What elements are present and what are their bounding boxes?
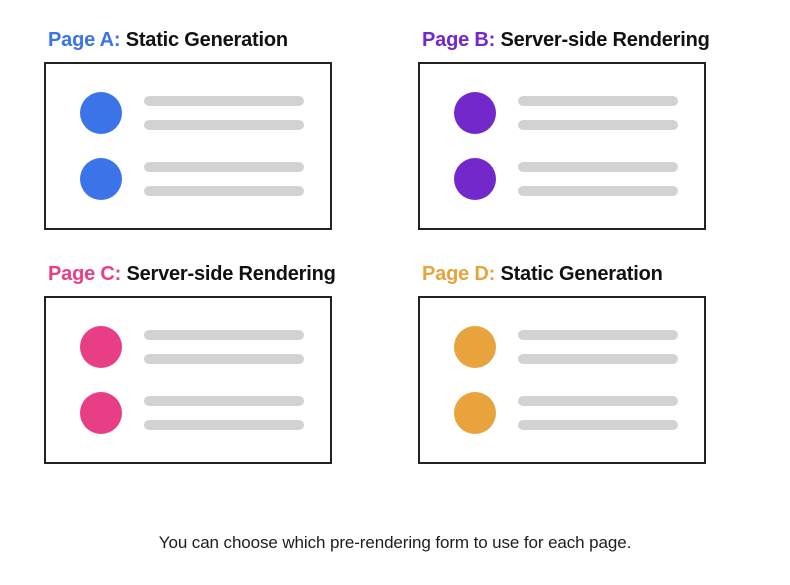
placeholder-line [518,96,678,106]
placeholder-lines [518,396,678,430]
placeholder-lines [144,330,304,364]
card-row [454,92,678,134]
page-title-a: Page A: Static Generation [48,28,332,52]
avatar [454,158,496,200]
card-row [80,326,304,368]
placeholder-lines [518,330,678,364]
page-block-a: Page A: Static Generation [44,28,332,230]
page-card-b[interactable] [418,62,706,230]
placeholder-line [144,162,304,172]
placeholder-line [518,120,678,130]
page-tag-b: Page B: [422,29,496,51]
placeholder-line [144,396,304,406]
placeholder-line [144,120,304,130]
placeholder-line [144,96,304,106]
placeholder-lines [144,162,304,196]
avatar [454,326,496,368]
placeholder-lines [518,96,678,130]
page-tag-c: Page C: [48,263,122,285]
page-card-c[interactable] [44,296,332,464]
page-tag-d: Page D: [422,263,496,285]
avatar [80,158,122,200]
card-row [80,92,304,134]
card-row [454,158,678,200]
page-mode-c: Server-side Rendering [126,263,336,285]
placeholder-lines [518,162,678,196]
card-row [454,392,678,434]
page-card-a[interactable] [44,62,332,230]
avatar [80,326,122,368]
diagram-caption: You can choose which pre-rendering form … [158,533,632,552]
card-row [454,326,678,368]
page-card-d[interactable] [418,296,706,464]
avatar [454,392,496,434]
page-tag-a: Page A: [48,29,121,51]
placeholder-line [144,330,304,340]
placeholder-line [518,420,678,430]
page-block-c: Page C: Server-side Rendering [44,262,336,464]
page-mode-a: Static Generation [125,29,288,51]
page-block-d: Page D: Static Generation [418,262,706,464]
placeholder-line [144,420,304,430]
avatar [80,392,122,434]
placeholder-lines [144,96,304,130]
placeholder-line [144,354,304,364]
card-row [80,158,304,200]
placeholder-line [518,396,678,406]
placeholder-line [518,354,678,364]
placeholder-line [518,186,678,196]
avatar [454,92,496,134]
placeholder-line [518,162,678,172]
page-mode-b: Server-side Rendering [500,29,710,51]
page-mode-d: Static Generation [500,263,663,285]
card-row [80,392,304,434]
placeholder-line [144,186,304,196]
page-title-d: Page D: Static Generation [422,262,706,286]
avatar [80,92,122,134]
page-block-b: Page B: Server-side Rendering [418,28,710,230]
placeholder-line [518,330,678,340]
page-title-b: Page B: Server-side Rendering [422,28,710,52]
page-title-c: Page C: Server-side Rendering [48,262,336,286]
page-card-grid: Page A: Static Generation [44,28,710,464]
placeholder-lines [144,396,304,430]
